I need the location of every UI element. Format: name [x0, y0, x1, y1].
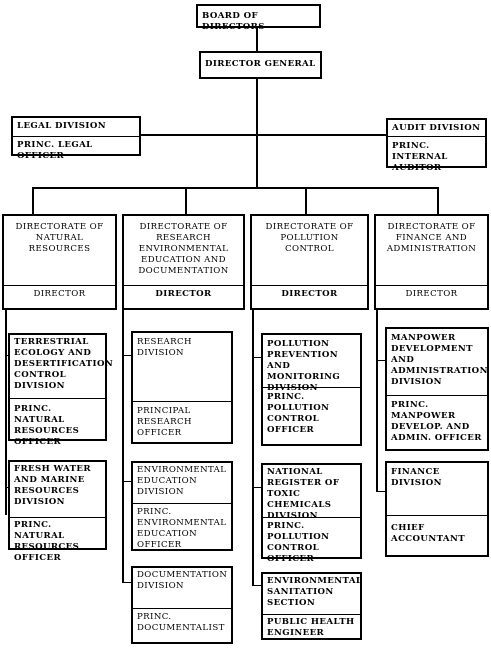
- unit-box: POLLUTION PREVENTION AND MONITORING DIVI…: [261, 333, 362, 446]
- connector-line: [256, 27, 258, 51]
- unit-box: RESEARCH DIVISION PRINCIPAL RESEARCH OFF…: [131, 331, 233, 444]
- connector-line: [185, 187, 187, 214]
- unit-officer: PRINC. ENVIRONMENTAL EDUCATION OFFICER: [137, 507, 227, 550]
- connector-line: [140, 134, 387, 136]
- connector-line: [256, 78, 258, 188]
- connector-line: [252, 357, 262, 358]
- connector-line: [5, 487, 10, 488]
- connector-line: [122, 310, 124, 583]
- connector-line: [5, 355, 10, 356]
- unit-officer: PRINC. NATURAL RESOURCES OFFICER: [14, 520, 80, 563]
- connector-line: [5, 310, 7, 515]
- unit-officer: CHIEF ACCOUNTANT: [391, 523, 466, 544]
- connector-line: [376, 491, 386, 492]
- directorate-research: DIRECTORATE OF RESEARCH ENVIRONMENTAL ED…: [122, 214, 245, 310]
- unit-box: MANPOWER DEVELOPMENT AND ADMINISTRATION …: [385, 327, 489, 451]
- audit-officer-label: PRINC. INTERNAL AUDITOR: [392, 141, 448, 173]
- unit-name: POLLUTION PREVENTION AND MONITORING DIVI…: [267, 339, 341, 393]
- unit-officer: PRINC. POLLUTION CONTROL OFFICER: [267, 521, 330, 564]
- unit-box: DOCUMENTATION DIVISION PRINC. DOCUMENTAL…: [131, 566, 233, 644]
- unit-officer: PUBLIC HEALTH ENGINEER: [267, 617, 355, 638]
- unit-name: MANPOWER DEVELOPMENT AND ADMINISTRATION …: [391, 333, 488, 387]
- connector-line: [252, 487, 262, 488]
- connector-line: [32, 187, 438, 189]
- unit-box: ENVIRONMENTAL EDUCATION DIVISION PRINC. …: [131, 461, 233, 551]
- directorate-head: DIRECTOR: [33, 289, 86, 299]
- unit-officer: PRINC. MANPOWER DEVELOP. AND ADMIN. OFFI…: [391, 400, 482, 443]
- unit-box: FINANCE DIVISION CHIEF ACCOUNTANT: [385, 461, 489, 557]
- unit-box: NATIONAL REGISTER OF TOXIC CHEMICALS DIV…: [261, 463, 362, 564]
- directorate-title: DIRECTORATE OF POLLUTION CONTROL: [265, 222, 354, 254]
- director-general-box: DIRECTOR GENERAL: [199, 51, 322, 79]
- board-label: BOARD OF DIRECTORS: [202, 11, 265, 32]
- unit-name: NATIONAL REGISTER OF TOXIC CHEMICALS DIV…: [267, 467, 340, 521]
- unit-officer: PRINCIPAL RESEARCH OFFICER: [137, 406, 192, 438]
- connector-line: [122, 355, 132, 356]
- unit-box: ENVIRONMENTAL SANITATION SECTION PUBLIC …: [261, 572, 362, 640]
- unit-name: TERRESTRIAL ECOLOGY AND DESERTIFICATION …: [14, 337, 114, 391]
- directorate-title: DIRECTORATE OF FINANCE AND ADMINISTRATIO…: [386, 222, 477, 254]
- audit-division-box: AUDIT DIVISION PRINC. INTERNAL AUDITOR: [386, 118, 487, 173]
- board-box: BOARD OF DIRECTORS: [196, 4, 321, 32]
- unit-officer: PRINC. NATURAL RESOURCES OFFICER: [14, 404, 80, 447]
- unit-name: FRESH WATER AND MARINE RESOURCES DIVISIO…: [14, 464, 91, 507]
- connector-line: [32, 187, 34, 214]
- unit-name: ENVIRONMENTAL SANITATION SECTION: [267, 576, 363, 608]
- unit-name: RESEARCH DIVISION: [137, 337, 192, 358]
- connector-line: [376, 360, 386, 361]
- director-general-label: DIRECTOR GENERAL: [205, 59, 316, 69]
- legal-division-box: LEGAL DIVISION PRINC. LEGAL OFFICER: [11, 116, 141, 161]
- legal-division-label: LEGAL DIVISION: [17, 121, 106, 131]
- unit-name: DOCUMENTATION DIVISION: [137, 570, 228, 591]
- directorate-title: DIRECTORATE OF RESEARCH ENVIRONMENTAL ED…: [138, 222, 229, 276]
- directorate-head: DIRECTOR: [155, 289, 212, 299]
- connector-line: [252, 310, 254, 586]
- unit-box: TERRESTRIAL ECOLOGY AND DESERTIFICATION …: [8, 333, 114, 447]
- connector-line: [252, 585, 262, 586]
- legal-officer-label: PRINC. LEGAL OFFICER: [17, 140, 93, 161]
- unit-officer: PRINC. DOCUMENTALIST: [137, 612, 225, 633]
- connector-line: [122, 582, 132, 583]
- audit-division-label: AUDIT DIVISION: [392, 123, 481, 133]
- connector-line: [437, 187, 439, 214]
- connector-line: [305, 187, 307, 214]
- directorate-natural-resources: DIRECTORATE OF NATURAL RESOURCES DIRECTO…: [2, 214, 117, 310]
- directorate-pollution-control: DIRECTORATE OF POLLUTION CONTROL DIRECTO…: [250, 214, 369, 310]
- unit-box: FRESH WATER AND MARINE RESOURCES DIVISIO…: [8, 460, 107, 563]
- unit-name: ENVIRONMENTAL EDUCATION DIVISION: [137, 465, 227, 497]
- unit-officer: PRINC. POLLUTION CONTROL OFFICER: [267, 392, 330, 435]
- unit-name: FINANCE DIVISION: [391, 467, 442, 488]
- directorate-title: DIRECTORATE OF NATURAL RESOURCES: [15, 222, 104, 254]
- connector-line: [122, 481, 132, 482]
- directorate-head: DIRECTOR: [281, 289, 338, 299]
- directorate-head: DIRECTOR: [405, 289, 458, 299]
- directorate-finance-admin: DIRECTORATE OF FINANCE AND ADMINISTRATIO…: [374, 214, 489, 310]
- connector-line: [376, 310, 378, 492]
